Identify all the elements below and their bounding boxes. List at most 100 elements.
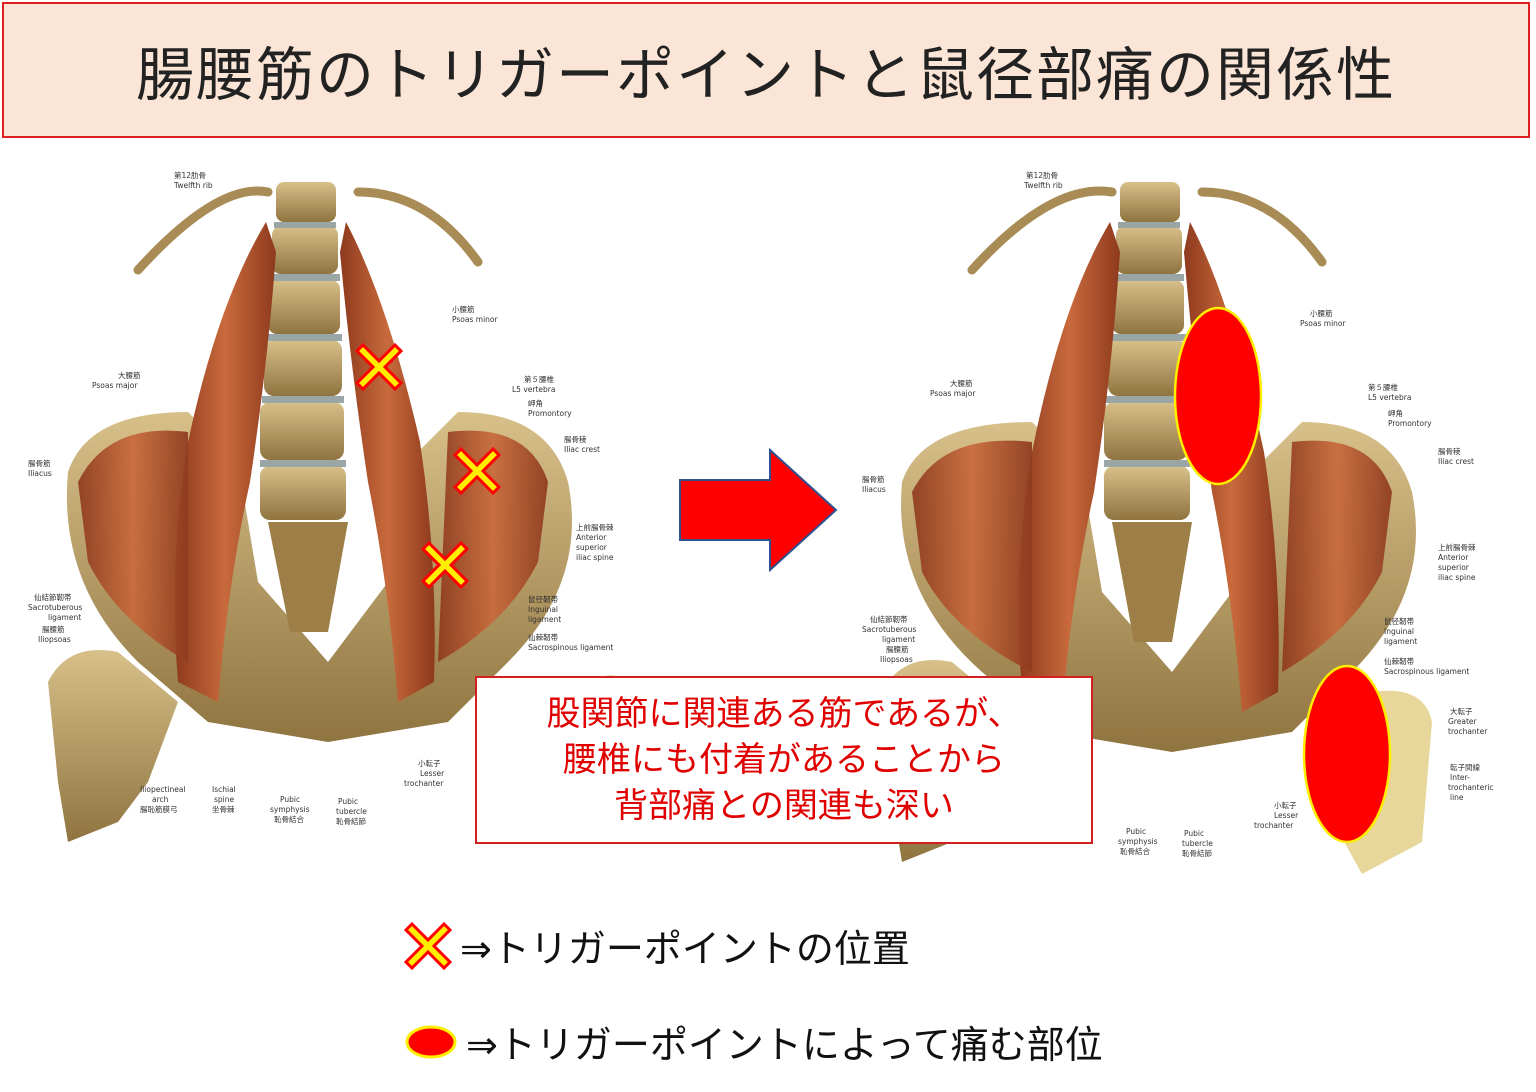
pain-area-groin [1302,664,1392,844]
iliacus-right-r [1282,440,1392,672]
iliacus-left [78,430,188,662]
page-title: 腸腰筋のトリガーポイントと鼠径部痛の関係性 [135,41,1396,109]
svg-text:Iliopectineal: Iliopectineal [140,785,186,794]
twelfth-rib-right [353,187,483,267]
svg-text:岬角: 岬角 [528,398,543,408]
svg-text:小転子: 小転子 [1274,801,1297,810]
svg-text:大腰筋: 大腰筋 [950,378,973,388]
svg-text:Anterior: Anterior [576,533,607,542]
svg-text:Iliac crest: Iliac crest [1438,457,1474,466]
svg-text:Iliacus: Iliacus [862,485,886,494]
svg-text:Psoas minor: Psoas minor [1300,319,1347,328]
title-banner: 腸腰筋のトリガーポイントと鼠径部痛の関係性 [2,2,1530,138]
legend-pain-area-label: ⇒トリガーポイントによって痛む部位 [466,1023,1103,1067]
svg-text:Sacrotuberous: Sacrotuberous [862,625,916,634]
svg-text:坐骨棘: 坐骨棘 [212,805,235,814]
svg-text:腸骨筋: 腸骨筋 [28,458,51,468]
lumbar-spine-r [1104,182,1192,642]
trigger-point-marker-1 [354,342,404,392]
svg-text:ligament: ligament [528,615,561,624]
svg-text:trochanter: trochanter [1254,821,1294,830]
svg-text:仙棘靭帯: 仙棘靭帯 [528,632,558,642]
svg-text:Pubic: Pubic [280,795,300,804]
svg-text:Inter-: Inter- [1450,773,1470,782]
svg-text:仙結節靭帯: 仙結節靭帯 [34,592,72,602]
svg-text:腸腰筋: 腸腰筋 [886,644,909,654]
svg-text:Iliacus: Iliacus [28,469,52,478]
svg-text:上前腸骨棘: 上前腸骨棘 [576,522,614,532]
lumbar-spine [260,182,348,632]
psoas-major-right [340,222,435,702]
svg-text:Lesser: Lesser [420,769,445,778]
svg-text:trochanteric: trochanteric [1448,783,1494,792]
svg-text:仙棘靭帯: 仙棘靭帯 [1384,656,1414,666]
svg-text:ligament: ligament [1384,637,1417,646]
twelfth-rib-left-r [967,186,1117,275]
pain-area-lumbar [1173,306,1263,486]
svg-text:鼠径靭帯: 鼠径靭帯 [1384,616,1414,626]
svg-text:第12肋骨: 第12肋骨 [1026,170,1058,180]
legend-pain-area: ⇒トリガーポイントによって痛む部位 [404,1014,1103,1069]
x-marker-icon [404,921,452,970]
svg-text:恥骨結節: 恥骨結節 [1182,848,1212,858]
svg-text:trochanter: trochanter [1448,727,1488,736]
ellipse-marker-icon [405,1025,457,1058]
svg-text:第５腰椎: 第５腰椎 [1368,382,1398,392]
svg-text:Promontory: Promontory [1388,419,1432,428]
svg-text:ligament: ligament [882,635,915,644]
svg-text:arch: arch [152,795,169,804]
psoas-major-left-r [1018,222,1120,712]
svg-text:上前腸骨棘: 上前腸骨棘 [1438,542,1476,552]
svg-text:Ischial: Ischial [212,785,236,794]
legend-trigger-point: ⇒トリガーポイントの位置 [404,918,910,973]
svg-text:恥骨結合: 恥骨結合 [274,814,304,824]
svg-text:Inguinal: Inguinal [1384,627,1414,636]
svg-text:tubercle: tubercle [336,807,367,816]
svg-text:Iliopsoas: Iliopsoas [38,635,71,644]
svg-text:大腰筋: 大腰筋 [118,370,141,380]
svg-text:岬角: 岬角 [1388,408,1403,418]
svg-text:Sacrospinous ligament: Sacrospinous ligament [1384,667,1469,676]
svg-text:Iliopsoas: Iliopsoas [880,655,913,664]
anatomy-labels-right: 第12肋骨 Twelfth rib 小腰筋 Psoas minor 大腰筋 Ps… [862,170,1494,858]
svg-text:symphysis: symphysis [1118,837,1158,846]
svg-text:L5 vertebra: L5 vertebra [512,385,555,394]
svg-text:腸骨稜: 腸骨稜 [564,435,587,444]
svg-text:腸骨稜: 腸骨稜 [1438,447,1461,456]
svg-text:Promontory: Promontory [528,409,572,418]
psoas-major-left [174,222,276,702]
svg-text:Pubic: Pubic [338,797,358,806]
svg-text:小腰筋: 小腰筋 [1310,308,1333,318]
trigger-point-marker-3 [420,540,470,590]
svg-text:小転子: 小転子 [418,759,441,768]
svg-text:spine: spine [214,795,235,804]
svg-text:superior: superior [1438,563,1470,572]
svg-text:line: line [1450,793,1464,802]
svg-text:Anterior: Anterior [1438,553,1469,562]
note-line-3: 背部痛との関連も深い [614,786,954,826]
svg-text:Psoas major: Psoas major [930,389,976,398]
svg-text:腸腰筋: 腸腰筋 [42,624,65,634]
svg-text:鼠径靭帯: 鼠径靭帯 [528,594,558,604]
left-femur [48,650,178,842]
svg-text:恥骨結節: 恥骨結節 [336,816,366,826]
twelfth-rib-left [133,186,273,275]
svg-text:Pubic: Pubic [1184,829,1204,838]
note-line-2: 腰椎にも付着があることから [563,740,1005,780]
anatomy-labels-left: 第12肋骨 Twelfth rib 小腰筋 Psoas minor 大腰筋 Ps… [28,170,614,826]
svg-text:ligament: ligament [48,613,81,622]
svg-text:大転子: 大転子 [1450,706,1473,716]
svg-text:Greater: Greater [1448,717,1477,726]
svg-text:小腰筋: 小腰筋 [452,304,475,314]
svg-text:第５腰椎: 第５腰椎 [524,374,554,384]
legend-trigger-point-label: ⇒トリガーポイントの位置 [460,927,910,971]
svg-text:第12肋骨: 第12肋骨 [174,170,206,180]
svg-text:Psoas minor: Psoas minor [452,315,499,324]
svg-text:恥骨結合: 恥骨結合 [1120,846,1150,856]
svg-text:Twelfth rib: Twelfth rib [1023,181,1063,190]
svg-text:Sacrotuberous: Sacrotuberous [28,603,82,612]
svg-text:superior: superior [576,543,608,552]
svg-text:symphysis: symphysis [270,805,310,814]
svg-text:Psoas major: Psoas major [92,381,138,390]
twelfth-rib-right-r [1197,187,1327,267]
